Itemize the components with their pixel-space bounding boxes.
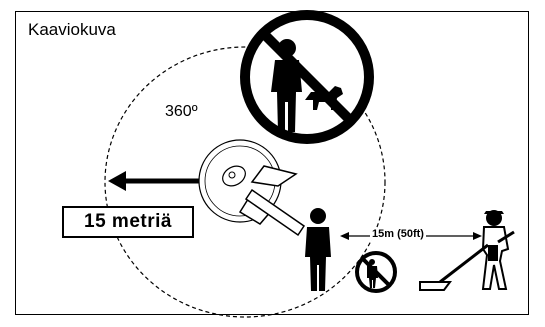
trimmer-cutting-head-icon <box>198 139 306 237</box>
rotation-label: 360º <box>165 103 198 120</box>
safety-distance-label: 15 metriä <box>84 211 172 232</box>
operator-with-trimmer-icon <box>419 210 515 291</box>
no-people-no-animals-icon <box>240 10 374 144</box>
safety-radius-circle <box>104 46 386 318</box>
operator-separation-label: 15m (50ft) <box>370 228 426 240</box>
diagram-frame <box>15 11 529 315</box>
bystander-icon <box>305 208 331 291</box>
diagram-title: Kaaviokuva <box>28 20 116 39</box>
direction-arrow-icon <box>108 171 200 191</box>
safety-distance-box: 15 metriä <box>62 206 194 238</box>
no-people-icon <box>355 251 397 293</box>
